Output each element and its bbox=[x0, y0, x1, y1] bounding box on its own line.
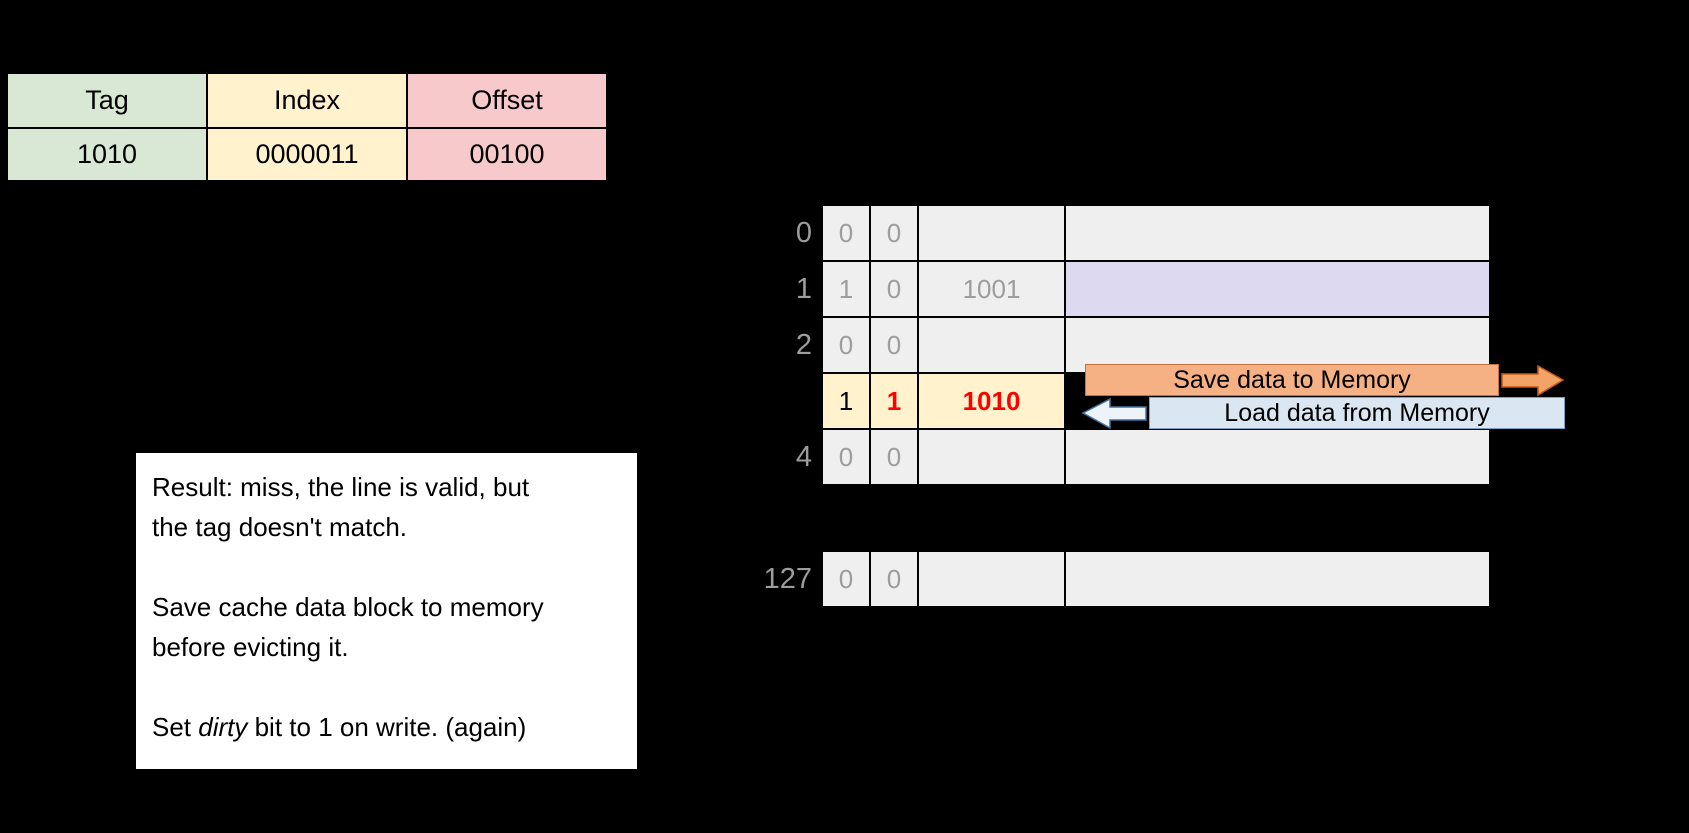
result-note: Result: miss, the line is valid, but the… bbox=[135, 452, 638, 770]
note-line-4: before evicting it. bbox=[152, 632, 349, 662]
tag-cell: 1001 bbox=[918, 261, 1065, 317]
cache-row-4: 4 0 0 bbox=[742, 429, 1490, 485]
cache-row-index: 4 bbox=[795, 440, 812, 473]
index-header-cell: Index bbox=[207, 73, 407, 128]
note-line-blank bbox=[152, 667, 621, 707]
note-final-italic: dirty bbox=[198, 712, 248, 742]
memory-write-arrow-icon bbox=[1501, 364, 1565, 397]
dirty-bit-cell: 0 bbox=[870, 551, 918, 607]
valid-bit-cell: 0 bbox=[822, 317, 870, 373]
note-line-1: Result: miss, the line is valid, but bbox=[152, 472, 530, 502]
cache-row-3-target: 1 1 1010 bbox=[742, 373, 1490, 429]
data-block-cell bbox=[1065, 429, 1490, 485]
load-from-memory-label: Load data from Memory bbox=[1224, 398, 1490, 427]
note-line-5: Set dirty bit to 1 on write. (again) bbox=[152, 707, 621, 747]
cache-row-index: 2 bbox=[795, 328, 812, 361]
tag-cell bbox=[918, 317, 1065, 373]
address-breakdown-table: Tag Index Offset 1010 0000011 00100 bbox=[7, 73, 607, 181]
valid-bit-cell: 1 bbox=[822, 261, 870, 317]
cache-row-index: 127 bbox=[763, 562, 812, 595]
dirty-bit-cell: 1 bbox=[870, 373, 918, 429]
note-final-prefix: Set bbox=[152, 712, 199, 742]
tag-header-cell: Tag bbox=[7, 73, 207, 128]
offset-header-cell: Offset bbox=[407, 73, 607, 128]
tag-value-cell: 1010 bbox=[7, 128, 207, 181]
note-line-3: Save cache data block to memory bbox=[152, 592, 544, 622]
dirty-bit-cell: 0 bbox=[870, 205, 918, 261]
dirty-bit-cell: 0 bbox=[870, 261, 918, 317]
save-to-memory-label: Save data to Memory bbox=[1173, 365, 1411, 394]
tag-cell: 1010 bbox=[918, 373, 1065, 429]
address-value-row: 1010 0000011 00100 bbox=[7, 128, 607, 181]
tag-cell bbox=[918, 429, 1065, 485]
cache-row-index: 0 bbox=[795, 216, 812, 249]
valid-bit-cell: 0 bbox=[822, 429, 870, 485]
cache-row-1: 1 1 0 1001 bbox=[742, 261, 1490, 317]
save-to-memory-banner: Save data to Memory bbox=[1085, 364, 1499, 396]
load-from-memory-banner: Load data from Memory bbox=[1149, 397, 1565, 429]
data-block-cell bbox=[1065, 551, 1490, 607]
note-line-2: the tag doesn't match. bbox=[152, 512, 408, 542]
valid-bit-cell: 0 bbox=[822, 551, 870, 607]
cache-row-0: 0 0 0 bbox=[742, 205, 1490, 261]
dirty-bit-cell: 0 bbox=[870, 429, 918, 485]
data-block-cell bbox=[1065, 205, 1490, 261]
memory-read-arrow-icon bbox=[1081, 397, 1147, 430]
note-final-suffix: bit to 1 on write. (again) bbox=[247, 712, 527, 742]
cache-row-index bbox=[742, 373, 812, 429]
tag-cell bbox=[918, 205, 1065, 261]
cache-row-index: 1 bbox=[795, 272, 812, 305]
index-value-cell: 0000011 bbox=[207, 128, 407, 181]
valid-bit-cell: 0 bbox=[822, 205, 870, 261]
offset-value-cell: 00100 bbox=[407, 128, 607, 181]
cache-row-127: 127 0 0 bbox=[742, 551, 1490, 607]
data-block-cell-highlighted bbox=[1065, 261, 1490, 317]
note-line-blank bbox=[152, 547, 621, 587]
address-header-row: Tag Index Offset bbox=[7, 73, 607, 128]
valid-bit-cell: 1 bbox=[822, 373, 870, 429]
tag-cell bbox=[918, 551, 1065, 607]
dirty-bit-cell: 0 bbox=[870, 317, 918, 373]
